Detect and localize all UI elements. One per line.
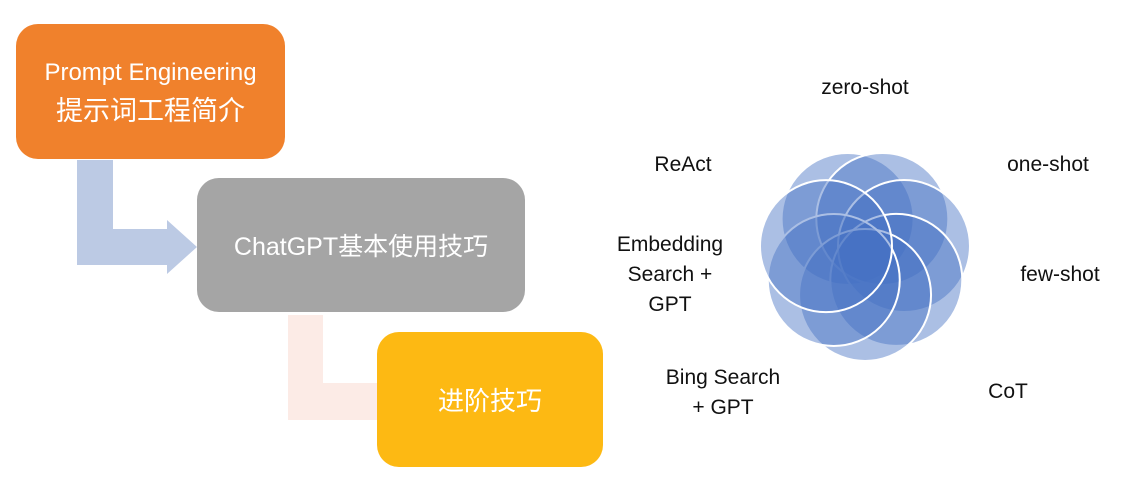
step1-title-zh: 提示词工程简介 (56, 95, 245, 126)
flower-petal-circle (836, 179, 971, 314)
embed-line1: Embedding (616, 233, 724, 256)
label-few-shot: few-shot (1020, 263, 1100, 286)
label-one-shot: one-shot (1007, 153, 1089, 176)
bing-line1: Bing Search (665, 366, 781, 389)
technique-flower-diagram (758, 151, 971, 362)
label-zero-shot: zero-shot (821, 76, 909, 99)
embed-line2: Search + (627, 263, 713, 286)
step-chatgpt-basics: ChatGPT基本使用技巧 (197, 178, 525, 312)
step-prompt-engineering-intro: Prompt Engineering 提示词工程简介 (16, 24, 285, 159)
step1-title-en: Prompt Engineering (44, 58, 257, 86)
step3-title: 进阶技巧 (437, 386, 542, 416)
arrow-step1-to-step2 (77, 160, 197, 274)
label-bing-search-gpt: Bing Search + GPT (666, 363, 780, 423)
label-embedding-search-gpt: Embedding Search + GPT (617, 230, 723, 320)
flower-petal-circle (758, 179, 893, 314)
label-react: ReAct (654, 153, 712, 176)
step2-title: ChatGPT基本使用技巧 (233, 233, 489, 261)
embed-line3: GPT (648, 293, 692, 316)
label-cot: CoT (988, 380, 1028, 403)
connector-step2-to-step3 (288, 315, 377, 420)
bing-line2: + GPT (692, 396, 754, 419)
flower-petal-circle (766, 212, 901, 347)
step-advanced-techniques: 进阶技巧 (377, 332, 603, 467)
